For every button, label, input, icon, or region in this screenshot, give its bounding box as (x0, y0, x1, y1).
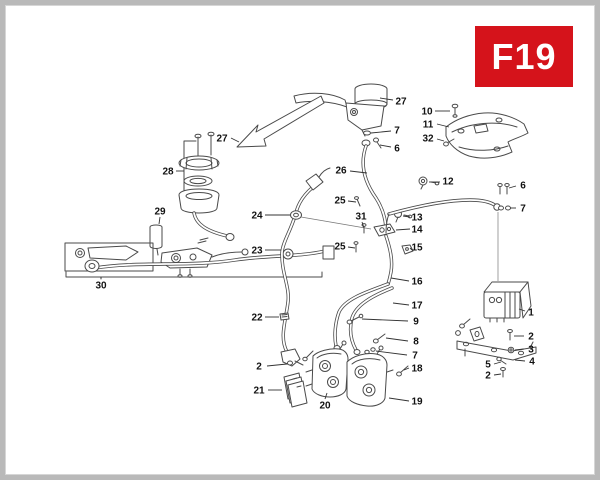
leader-line-6 (379, 144, 392, 148)
leader-line-18 (403, 367, 410, 371)
leader-line-27 (379, 97, 394, 101)
part-label-27: 27 (216, 134, 228, 145)
leader-line-4 (514, 359, 526, 362)
leader-line-25 (347, 246, 356, 249)
leader-line-3 (514, 348, 525, 351)
leader-line-27 (230, 137, 240, 143)
part-label-11: 11 (423, 120, 434, 131)
part-label-19: 19 (411, 397, 423, 408)
part-label-9: 9 (413, 317, 419, 328)
part-label-27: 27 (395, 97, 407, 108)
leader-line-15 (409, 247, 413, 251)
abs-mounting-bracket (455, 318, 537, 378)
hose-clip (279, 312, 290, 321)
part-label-25: 25 (334, 242, 346, 253)
abs-modulator (483, 281, 532, 323)
brake-caliper-left (305, 340, 349, 398)
part-label-17: 17 (411, 301, 423, 312)
part-label-18: 18 (411, 364, 423, 375)
part-label-24: 24 (251, 211, 263, 222)
leader-line-6 (508, 185, 517, 189)
leader-line-14 (395, 228, 411, 231)
pointer-arrow (236, 95, 325, 148)
part-label-29: 29 (154, 207, 166, 218)
part-label-32: 32 (422, 134, 434, 145)
leader-line-32 (436, 138, 445, 142)
leader-line-26 (349, 170, 368, 174)
leader-line-2 (266, 363, 288, 367)
part-label-23: 23 (251, 246, 263, 257)
part-label-12: 12 (442, 177, 454, 188)
figure-code-badge: F19 (475, 26, 573, 87)
part-label-6: 6 (520, 181, 526, 192)
leader-line-9 (361, 318, 409, 322)
part-label-30: 30 (95, 281, 107, 292)
front-reservoir-assembly (178, 131, 235, 241)
part-label-21: 21 (253, 386, 265, 397)
rear-brake-hose (385, 183, 511, 281)
part-label-3: 3 (528, 345, 534, 356)
leader-line-1 (518, 308, 526, 312)
part-label-20: 20 (319, 401, 331, 412)
brake-caliper-right (346, 345, 409, 407)
part-label-16: 16 (411, 277, 423, 288)
hose-junction-fittings (353, 176, 440, 255)
part-label-13: 13 (411, 213, 423, 224)
leader-line-7 (370, 130, 392, 134)
part-label-10: 10 (421, 107, 433, 118)
leader-line-16 (390, 277, 410, 282)
leader-line-29 (158, 216, 161, 225)
part-label-22: 22 (251, 313, 263, 324)
part-label-25: 25 (334, 196, 346, 207)
leader-line-19 (388, 397, 410, 402)
part-label-6: 6 (394, 144, 400, 155)
part-label-2: 2 (485, 371, 491, 382)
front-brake-hose-upper (361, 139, 388, 233)
leader-line-25 (347, 200, 357, 203)
part-label-26: 26 (335, 166, 347, 177)
leader-line-2 (493, 373, 502, 376)
brake-pads (283, 372, 308, 408)
part-label-28: 28 (162, 167, 174, 178)
part-label-1: 1 (528, 308, 534, 319)
part-label-7: 7 (394, 126, 400, 137)
leader-line-31 (361, 221, 365, 229)
leader-line-20 (324, 392, 328, 400)
leader-line-13 (402, 215, 411, 218)
part-label-5: 5 (485, 360, 491, 371)
brake-pedal-assembly (64, 242, 335, 280)
part-label-15: 15 (411, 243, 423, 254)
part-label-2: 2 (528, 332, 534, 343)
leader-line-17 (392, 302, 410, 306)
part-label-7: 7 (520, 204, 526, 215)
caliper-hoses (302, 234, 394, 362)
leader-line-11 (436, 123, 450, 128)
part-label-4: 4 (529, 357, 535, 368)
upper-bracket (443, 103, 529, 159)
front-master-cylinder-assembly (293, 83, 388, 149)
part-label-14: 14 (411, 225, 423, 236)
leader-line-8 (385, 337, 409, 342)
part-label-31: 31 (355, 212, 367, 223)
rear-master-cylinder-assembly (149, 224, 249, 278)
part-label-7: 7 (412, 351, 418, 362)
part-label-2: 2 (256, 362, 262, 373)
part-label-8: 8 (413, 337, 419, 348)
leader-line-7 (375, 350, 408, 356)
leader-line-5 (493, 361, 502, 365)
figure-code: F19 (491, 35, 557, 77)
